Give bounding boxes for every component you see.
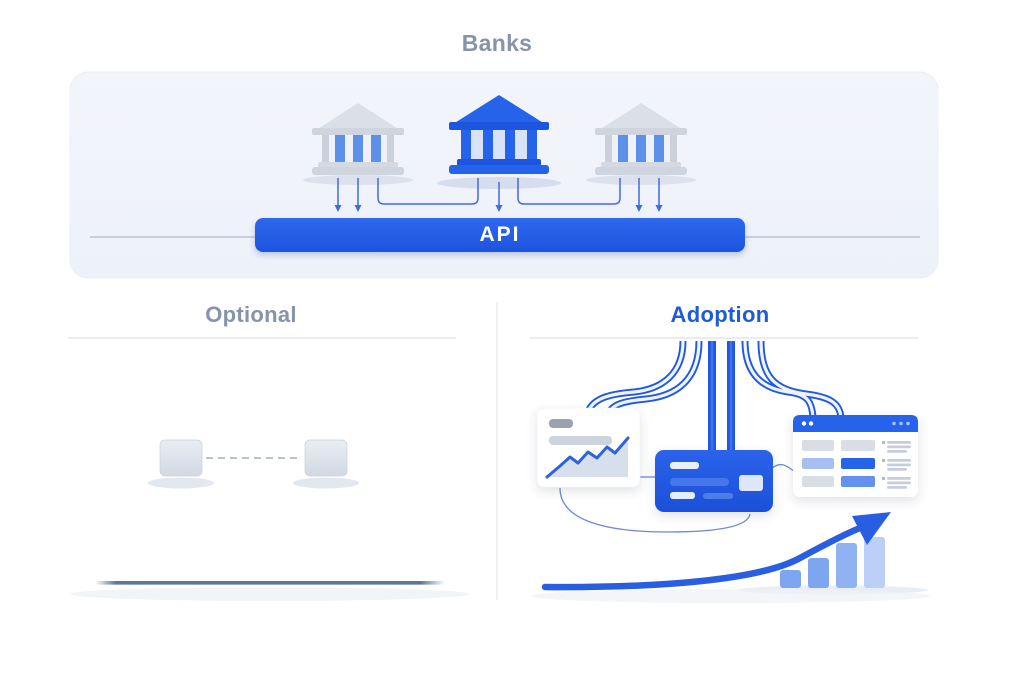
optional-heading: Optional	[205, 302, 297, 327]
window-dot	[808, 421, 814, 426]
arrowheads	[334, 205, 663, 212]
credit-card	[655, 450, 773, 512]
bank-icon	[312, 103, 404, 175]
window-dot	[899, 421, 903, 426]
growth-bar-chart	[780, 537, 885, 588]
browser-table-window	[793, 415, 918, 497]
api-label: API	[479, 223, 521, 246]
bank-shadow	[586, 175, 696, 185]
mini-line-chart	[545, 436, 630, 479]
gray-box	[304, 439, 348, 477]
window-dot	[906, 421, 910, 426]
bank-api-connectors	[337, 178, 660, 205]
up-arrow	[541, 512, 891, 591]
banks-heading: Banks	[461, 30, 533, 56]
gray-box	[159, 439, 203, 477]
bank-icon	[595, 103, 687, 175]
optional-baseline	[95, 581, 445, 585]
line-chart-card	[536, 407, 641, 488]
optional-illustration	[70, 439, 470, 601]
card-chip	[739, 475, 763, 491]
window-dot	[801, 421, 807, 426]
banks-panel	[69, 71, 939, 279]
api-bar	[255, 218, 745, 252]
bank-icon	[449, 95, 549, 174]
blue-pipes	[583, 340, 845, 456]
browser-titlebar	[793, 415, 918, 432]
adoption-illustration	[530, 340, 930, 603]
window-dot	[892, 421, 896, 426]
adoption-heading: Adoption	[670, 302, 770, 327]
card-connectors	[559, 463, 795, 533]
